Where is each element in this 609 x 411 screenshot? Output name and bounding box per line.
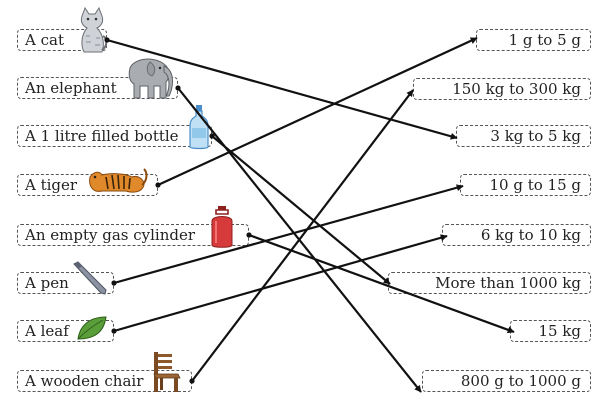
left-box-bottle: A 1 litre filled bottle	[17, 125, 212, 147]
left-label: A wooden chair	[25, 372, 144, 390]
right-box-4: 10 g to 15 g	[460, 174, 591, 196]
left-label: A 1 litre filled bottle	[25, 127, 179, 145]
match-arrow	[113, 234, 448, 333]
match-arrow	[106, 38, 458, 140]
cat-icon	[80, 6, 108, 53]
leaf-icon	[77, 316, 107, 340]
right-box-2: 150 kg to 300 kg	[413, 78, 591, 100]
right-label: More than 1000 kg	[435, 274, 581, 292]
right-label: 1 g to 5 g	[508, 31, 581, 49]
right-label: 15 kg	[538, 322, 581, 340]
gas-cylinder-icon	[211, 206, 233, 248]
chair-icon	[153, 352, 181, 392]
match-arrow	[113, 184, 464, 285]
right-label: 10 g to 15 g	[489, 176, 581, 194]
right-label: 800 g to 1000 g	[460, 372, 581, 390]
right-label: 6 kg to 10 kg	[480, 226, 581, 244]
right-label: 150 kg to 300 kg	[452, 80, 581, 98]
right-box-5: 6 kg to 10 kg	[442, 224, 591, 246]
left-label: A leaf	[25, 322, 69, 340]
tiger-icon	[89, 168, 148, 193]
right-box-1: 1 g to 5 g	[476, 29, 591, 51]
match-arrow	[211, 135, 391, 285]
left-box-gas-cylinder: An empty gas cylinder	[17, 224, 249, 246]
match-arrow	[248, 233, 515, 334]
match-arrow	[157, 37, 478, 186]
left-label: A tiger	[25, 176, 78, 194]
right-box-3: 3 kg to 5 kg	[456, 125, 591, 147]
left-label: A cat	[25, 31, 64, 49]
right-box-8: 800 g to 1000 g	[422, 370, 591, 392]
left-box-chair: A wooden chair	[17, 370, 192, 392]
right-box-6: More than 1000 kg	[388, 272, 591, 294]
elephant-icon	[128, 58, 173, 99]
left-label: An elephant	[25, 79, 117, 97]
left-label: A pen	[25, 274, 69, 292]
left-label: An empty gas cylinder	[25, 226, 196, 244]
pen-icon	[73, 261, 107, 295]
match-arrow	[191, 89, 414, 382]
right-label: 3 kg to 5 kg	[490, 127, 581, 145]
